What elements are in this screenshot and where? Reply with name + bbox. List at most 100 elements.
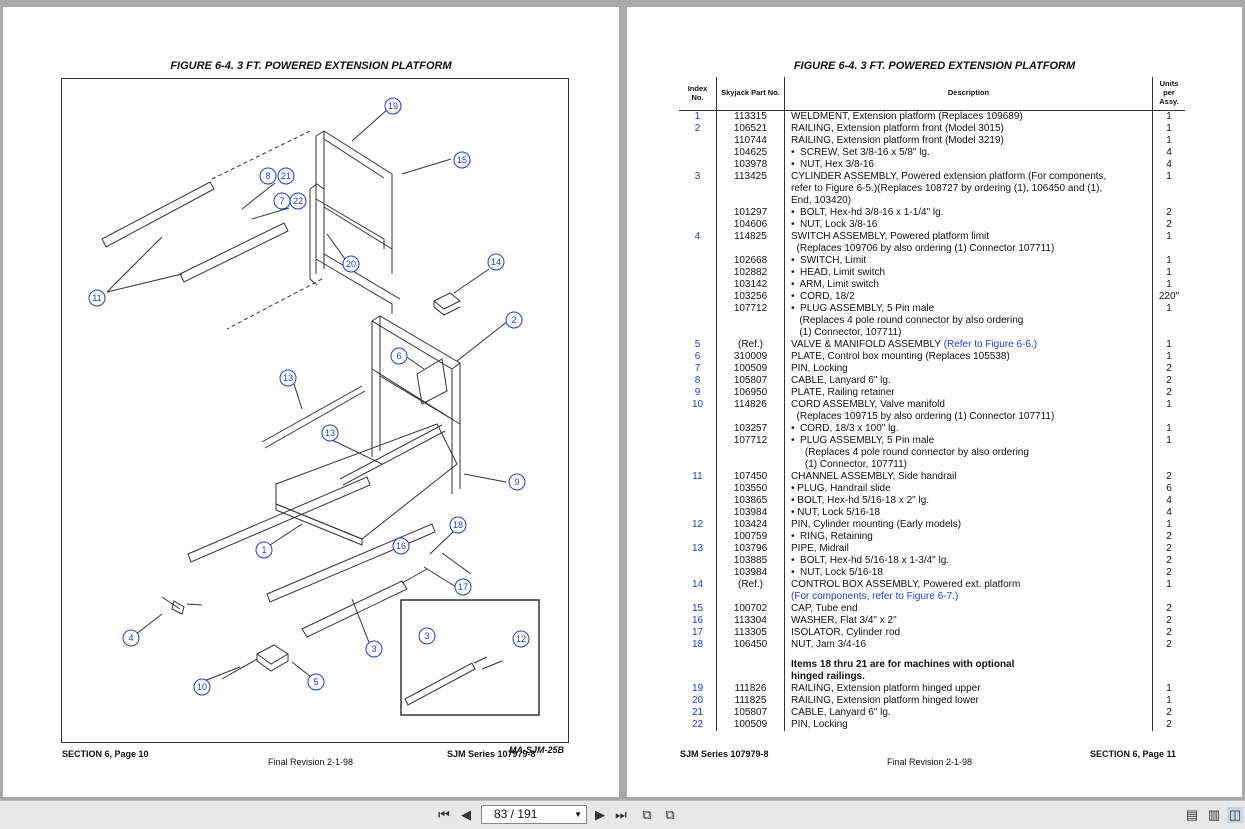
units-cell xyxy=(1152,327,1185,339)
part-number-cell: 106950 xyxy=(716,387,785,399)
index-cell: 1 xyxy=(694,111,701,122)
part-number-cell xyxy=(716,195,785,207)
first-page-icon[interactable]: ⏮ xyxy=(438,807,450,822)
callout-label: 14 xyxy=(491,257,501,267)
part-number-cell: 100509 xyxy=(716,363,785,375)
table-row: 14(Ref.)CONTROL BOX ASSEMBLY, Powered ex… xyxy=(679,579,1185,591)
next-page-icon[interactable]: ▶ xyxy=(595,807,605,822)
index-cell: 14 xyxy=(691,579,704,590)
part-number-cell xyxy=(716,459,785,471)
description-cell: CAP, Tube end xyxy=(784,603,1153,615)
part-number-cell: 103984 xyxy=(716,567,785,579)
description-text: CAP, Tube end xyxy=(791,603,858,614)
units-cell: 1 xyxy=(1152,231,1185,243)
callout-label: 11 xyxy=(92,293,101,303)
part-number-cell xyxy=(716,411,785,423)
description-text: • ARM, Limit switch xyxy=(791,279,879,290)
units-cell: 6 xyxy=(1152,483,1185,495)
part-number-cell: 113425 xyxy=(716,171,785,183)
continuous-icon[interactable]: ▥ xyxy=(1207,807,1221,822)
description-text: WELDMENT, Extension platform (Replaces 1… xyxy=(791,111,1023,122)
callout-label: 13 xyxy=(283,373,293,383)
index-cell xyxy=(679,147,717,159)
chevron-down-icon: ▼ xyxy=(574,810,582,819)
units-cell xyxy=(1152,183,1185,195)
index-cell xyxy=(679,447,717,459)
description-cell: CONTROL BOX ASSEMBLY, Powered ext. platf… xyxy=(784,579,1153,591)
index-cell: 20 xyxy=(691,695,704,706)
index-cell: 7 xyxy=(694,363,701,374)
table-row: (Replaces 109715 by also ordering (1) Co… xyxy=(679,411,1185,423)
description-text: (1) Connector, 107711) xyxy=(791,459,907,470)
part-number-cell xyxy=(716,183,785,195)
units-cell xyxy=(1152,195,1185,207)
description-cell: • ARM, Limit switch xyxy=(784,279,1153,291)
callout-label: 10 xyxy=(197,682,207,692)
facing-pages-icon[interactable]: ◫ xyxy=(1227,807,1243,823)
description-cell: CYLINDER ASSEMBLY, Powered extension pla… xyxy=(784,171,1153,183)
description-text: (Replaces 4 pole round connector by also… xyxy=(791,447,1029,458)
index-cell xyxy=(679,279,717,291)
description-cell: WASHER, Flat 3/4" x 2" xyxy=(784,615,1153,627)
description-cell: • BOLT, Hex-hd 5/16-18 x 1-3/4" lg. xyxy=(784,555,1153,567)
part-number-cell: 102668 xyxy=(716,255,785,267)
description-text: SWITCH ASSEMBLY, Powered platform limit xyxy=(791,231,990,242)
units-cell: 1 xyxy=(1152,435,1185,447)
part-number-cell: 105807 xyxy=(716,375,785,387)
description-cell: • BOLT, Hex-hd 3/8-16 x 1-1/4" lg. xyxy=(784,207,1153,219)
index-cell xyxy=(679,435,717,447)
index-cell xyxy=(679,135,717,147)
figure-title: FIGURE 6-4. 3 FT. POWERED EXTENSION PLAT… xyxy=(793,60,1076,72)
table-row: (Replaces 4 pole round connector by also… xyxy=(679,315,1185,327)
units-cell: 1 xyxy=(1152,519,1185,531)
description-text: NUT, Jam 3/4-16 xyxy=(791,639,867,650)
part-number-cell: 104606 xyxy=(716,219,785,231)
units-cell: 1 xyxy=(1152,279,1185,291)
units-cell: 220" xyxy=(1152,291,1185,303)
description-cell: PIPE, Midrail xyxy=(784,543,1153,555)
index-cell: 8 xyxy=(694,375,701,386)
index-cell xyxy=(679,195,717,207)
description-text: • RING, Retaining xyxy=(791,531,873,542)
units-cell: 2 xyxy=(1152,471,1185,483)
description-text: • NUT, Lock 3/8-16 xyxy=(791,219,878,230)
part-number-cell: 103984 xyxy=(716,507,785,519)
description-cell: • NUT, Lock 3/8-16 xyxy=(784,219,1153,231)
units-cell: 2 xyxy=(1152,531,1185,543)
index-cell xyxy=(679,459,717,471)
description-text: (Replaces 109715 by also ordering (1) Co… xyxy=(791,411,1055,422)
page-number-select[interactable]: 83 / 191 ▼ xyxy=(481,805,587,824)
part-number-cell: 103257 xyxy=(716,423,785,435)
description-cell: (Replaces 109715 by also ordering (1) Co… xyxy=(784,411,1153,423)
index-cell xyxy=(679,423,717,435)
footer-revision: Final Revision 2-1-98 xyxy=(887,757,973,767)
prev-view-icon[interactable]: ⧉ xyxy=(642,807,652,822)
table-row: End, 103420) xyxy=(679,195,1185,207)
last-page-icon[interactable]: ⏭ xyxy=(615,807,627,822)
index-cell xyxy=(679,243,717,255)
prev-page-icon[interactable]: ◀ xyxy=(461,807,471,822)
units-cell: 1 xyxy=(1152,267,1185,279)
callout-label: 4 xyxy=(128,633,133,643)
description-cell: PIN, Locking xyxy=(784,719,1153,731)
description-text: PIN, Cylinder mounting (Early models) xyxy=(791,519,962,530)
units-cell: 2 xyxy=(1152,719,1185,731)
callout-label: 18 xyxy=(453,520,463,530)
callout-label: 12 xyxy=(516,634,526,644)
single-page-icon[interactable]: ▤ xyxy=(1185,807,1199,822)
next-view-icon[interactable]: ⧉ xyxy=(665,807,675,822)
units-cell: 4 xyxy=(1152,159,1185,171)
figure-reference-link[interactable]: (For components, refer to Figure 6-7.) xyxy=(791,591,959,602)
figure-reference-link[interactable]: (Refer to Figure 6-6.) xyxy=(943,339,1038,350)
units-cell: 1 xyxy=(1152,579,1185,591)
part-number-cell: 101297 xyxy=(716,207,785,219)
description-text: • HEAD, Limit switch xyxy=(791,267,886,278)
